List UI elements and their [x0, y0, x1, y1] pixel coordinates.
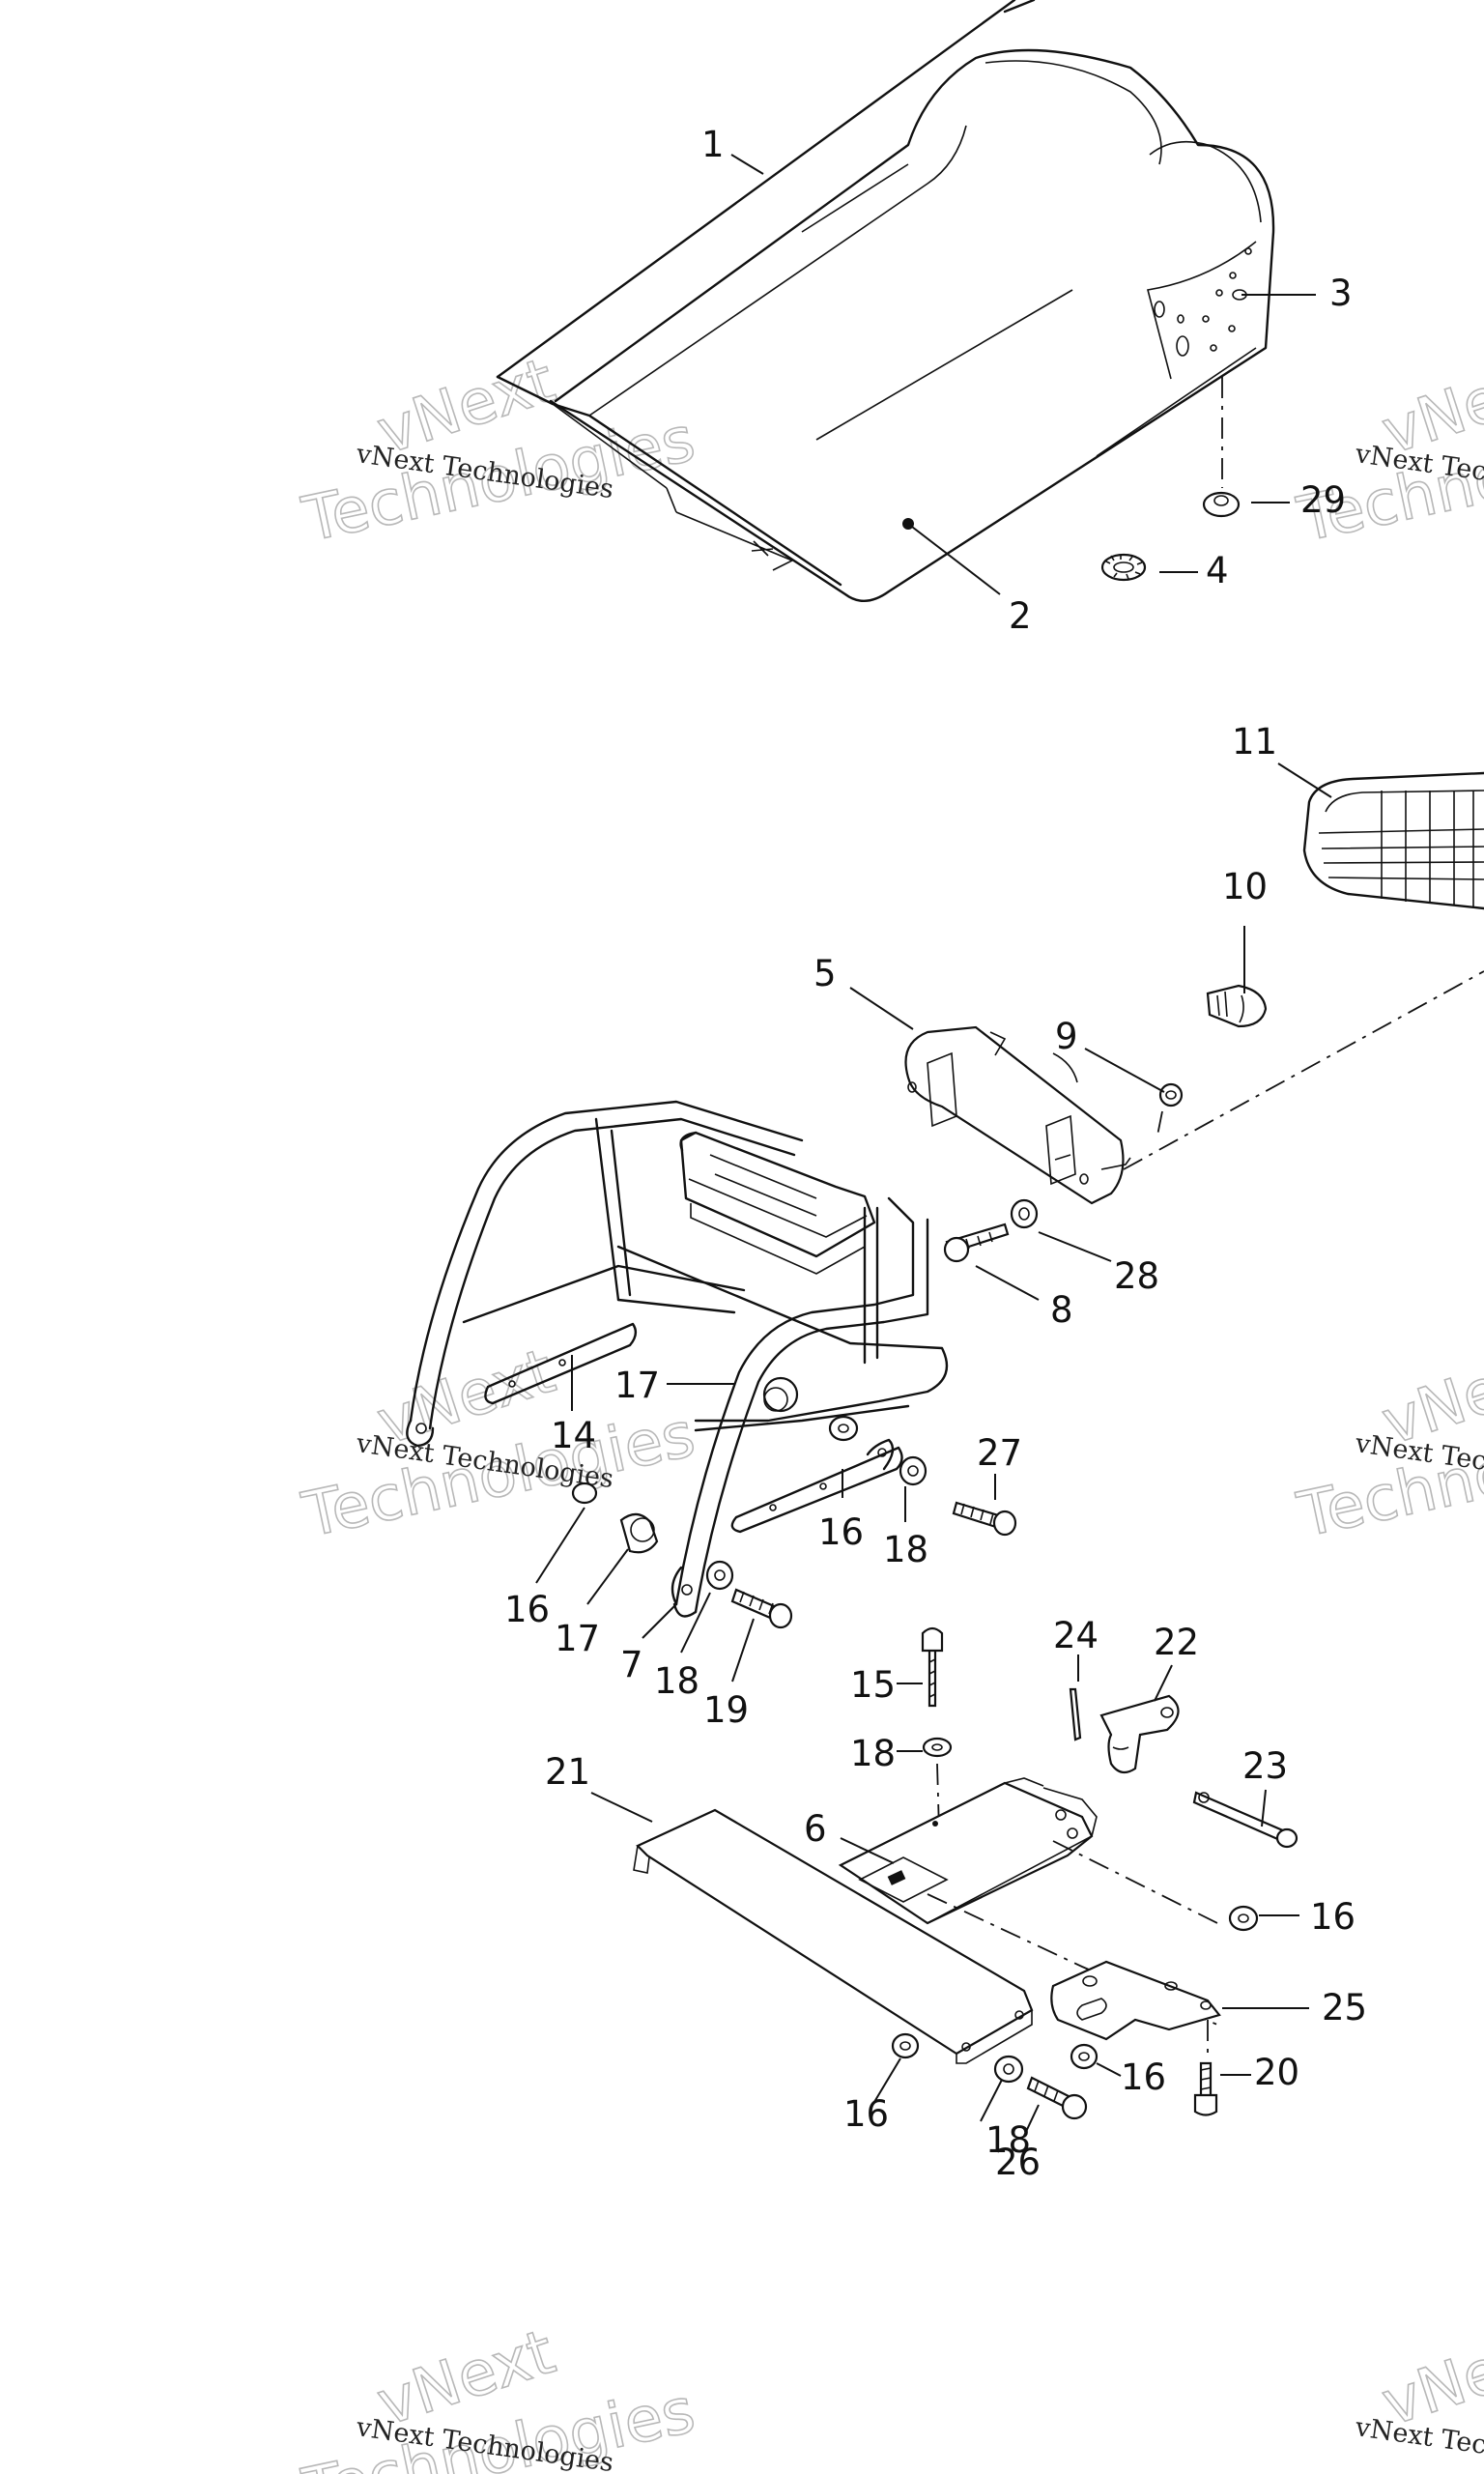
callout-8: 8: [1050, 1289, 1073, 1331]
bulb-10: [1206, 984, 1268, 1028]
callout-3: 3: [1329, 273, 1353, 314]
callout-2: 2: [1009, 595, 1032, 637]
hitch-axis-2: [1052, 1840, 1218, 1924]
leader-21: [590, 1792, 653, 1823]
callout-7: 7: [620, 1644, 643, 1685]
tail-light-axis-upper: [1123, 970, 1484, 1170]
callout-21: 21: [545, 1751, 590, 1793]
nut-16-hitch-left: [891, 2032, 920, 2059]
bolt-20: [1193, 2061, 1218, 2116]
pin-22: [1099, 1694, 1180, 1774]
watermark-right-1: vNext Technologies vNext Technologies: [1291, 344, 1484, 557]
seat-drawing: [496, 0, 1275, 602]
callout-22: 22: [1154, 1622, 1199, 1663]
hitch-axis-1: [927, 1893, 1218, 2026]
callout-18d: 18: [985, 2119, 1031, 2161]
washer-18-rack-right: [899, 1455, 928, 1486]
callout-29: 29: [1300, 479, 1346, 521]
leader-23: [1261, 1789, 1267, 1827]
nut-16-hitch-right: [1228, 1905, 1259, 1932]
callout-27: 27: [977, 1432, 1022, 1474]
leader-17b: [586, 1548, 629, 1605]
spacer-17-lower: [619, 1512, 659, 1554]
clevis-pin-23: [1192, 1791, 1298, 1849]
callout-14: 14: [551, 1415, 596, 1456]
leader-18b: [680, 1592, 711, 1654]
callout-20: 20: [1254, 2052, 1299, 2093]
tail-light-housing-5: [904, 1025, 1131, 1205]
svg-text:vNext Technologies: vNext Technologies: [1353, 2412, 1484, 2474]
leader-9: [1084, 1048, 1165, 1093]
hitch-bracket-6: [838, 1777, 1098, 1925]
rack-frame-7-14: [406, 1100, 949, 1618]
leader-6: [840, 1837, 895, 1864]
callout-19: 19: [703, 1689, 749, 1731]
callout-17a: 17: [614, 1365, 660, 1406]
leader-8: [975, 1265, 1040, 1301]
leader-16e: [873, 2057, 901, 2103]
leader-18d: [980, 2079, 1003, 2122]
leader-26: [1023, 2104, 1040, 2137]
screw-8: [943, 1223, 1010, 1263]
callout-16e: 16: [843, 2093, 889, 2135]
nut-16-hitch-mid: [1070, 2043, 1099, 2070]
bolt-19: [730, 1588, 793, 1629]
pin-24: [1069, 1687, 1082, 1741]
callout-5: 5: [813, 953, 837, 994]
bolt-15: [921, 1626, 944, 1708]
tail-light-lens-11: [1302, 771, 1484, 910]
callout-17b: 17: [555, 1618, 600, 1659]
bolt-27: [952, 1501, 1017, 1537]
callout-18b: 18: [654, 1660, 699, 1702]
callout-26: 26: [995, 2142, 1041, 2183]
washer-18-rack-left: [705, 1560, 734, 1591]
watermark-left-3: vNext Technologies vNext Technologies: [296, 2316, 701, 2474]
callout-16a: 16: [818, 1511, 864, 1553]
leader-7: [642, 1603, 677, 1639]
rear-panel-holes: [1154, 247, 1252, 357]
callout-18a: 18: [883, 1529, 928, 1570]
callout-11: 11: [1232, 721, 1277, 762]
callout-9: 9: [1055, 1016, 1078, 1057]
leader-28: [1038, 1231, 1112, 1262]
watermark-right-2: vNext Technologies vNext Technologies: [1291, 1335, 1484, 1552]
washer-28: [1010, 1198, 1039, 1229]
callout-10: 10: [1222, 866, 1268, 907]
tail-light-axis-nut: [1156, 1110, 1163, 1136]
leader-22: [1154, 1664, 1173, 1702]
leader-16d: [1096, 2062, 1122, 2077]
bracket-25: [1050, 1960, 1221, 2041]
washer-18-hitch-bottom: [993, 2055, 1024, 2084]
nut-16-rack-left: [571, 1482, 598, 1505]
callout-18c: 18: [850, 1733, 896, 1774]
washer-18-hitch-top: [922, 1737, 953, 1758]
spacer-17-upper: [762, 1376, 799, 1413]
hitch-plate-21: [633, 1808, 1034, 2064]
leader-1: [730, 154, 764, 175]
nut-29: [1202, 491, 1241, 518]
callout-1: 1: [701, 124, 725, 165]
callout-28: 28: [1114, 1255, 1159, 1297]
callout-16c: 16: [1310, 1896, 1356, 1938]
leader-2: [907, 523, 1001, 595]
callout-labels: 1 3 29 4 2 11 10 5 9 28 8 14 17 27 16 18…: [504, 124, 1367, 2183]
callout-16b: 16: [504, 1589, 550, 1630]
callout-15: 15: [850, 1664, 896, 1706]
leader-16b: [535, 1507, 585, 1584]
callout-4: 4: [1206, 550, 1229, 591]
callout-16d: 16: [1121, 2057, 1166, 2098]
callout-25: 25: [1322, 1987, 1367, 2028]
nut-9: [1158, 1082, 1184, 1108]
callout-24: 24: [1053, 1615, 1099, 1656]
leader-5: [849, 987, 914, 1030]
leader-19: [731, 1618, 755, 1683]
bolt-26: [1026, 2076, 1088, 2120]
watermark-right-3: vNext vNext Technologies: [1353, 2316, 1484, 2474]
callout-23: 23: [1242, 1745, 1288, 1787]
nut-16-rack-right: [828, 1415, 859, 1442]
lock-washer-4: [1100, 553, 1147, 582]
leader-11: [1277, 762, 1332, 798]
callout-6: 6: [804, 1808, 827, 1850]
